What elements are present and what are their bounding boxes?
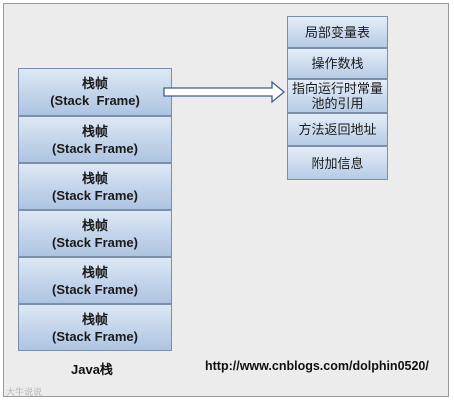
stack-frame-1: 栈帧 (Stack Frame)	[18, 68, 172, 116]
frame-content-local-variable-table: 局部变量表	[287, 16, 388, 48]
stack-frame-title: 栈帧	[81, 311, 108, 327]
stack-frame-subtitle: (Stack Frame)	[52, 328, 138, 344]
stack-frame-title: 栈帧	[81, 170, 108, 186]
frame-content-label: 方法返回地址	[298, 122, 377, 137]
watermark: 大牛说说	[6, 387, 43, 397]
frame-content-label: 操作数栈	[311, 56, 364, 71]
frame-content-label: 局部变量表	[304, 24, 370, 40]
frame-content-return-address: 方法返回地址	[287, 113, 388, 146]
stack-frame-3: 栈帧 (Stack Frame)	[18, 163, 172, 210]
source-url: http://www.cnblogs.com/dolphin0520/	[205, 359, 429, 373]
stack-frame-subtitle: (Stack Frame)	[50, 93, 140, 108]
java-stack-caption: Java栈	[71, 362, 113, 377]
frame-content-label: 附加信息	[311, 155, 364, 171]
stack-frame-title: 栈帧	[81, 76, 108, 91]
frame-content-constant-pool-reference: 指向运行时常量池的引用	[287, 79, 388, 113]
stack-frame-title: 栈帧	[81, 264, 108, 280]
stack-frame-4: 栈帧 (Stack Frame)	[18, 210, 172, 257]
stack-frame-subtitle: (Stack Frame)	[52, 234, 138, 250]
stack-frame-subtitle: (Stack Frame)	[52, 140, 138, 156]
stack-frame-subtitle: (Stack Frame)	[52, 187, 138, 203]
frame-content-label: 指向运行时常量池的引用	[291, 81, 383, 111]
frame-content-additional-info: 附加信息	[287, 146, 388, 180]
stack-frame-6: 栈帧 (Stack Frame)	[18, 304, 172, 351]
stack-frame-5: 栈帧 (Stack Frame)	[18, 257, 172, 304]
stack-frame-title: 栈帧	[81, 217, 108, 233]
stack-frame-2: 栈帧 (Stack Frame)	[18, 116, 172, 163]
frame-content-operand-stack: 操作数栈	[287, 48, 388, 79]
stack-frame-subtitle: (Stack Frame)	[52, 281, 138, 297]
stack-frame-title: 栈帧	[81, 123, 108, 139]
